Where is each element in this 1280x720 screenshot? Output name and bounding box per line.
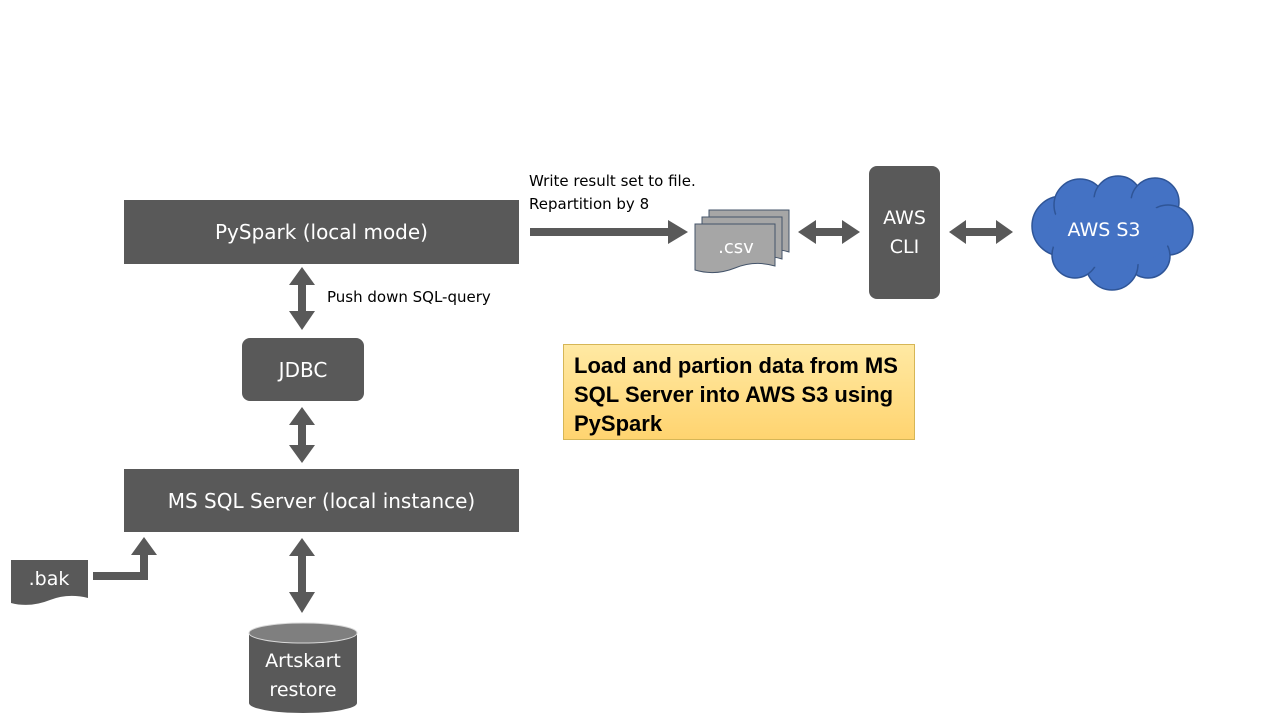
write-note-line1: Write result set to file. bbox=[529, 172, 696, 190]
pyspark-box: PySpark (local mode) bbox=[124, 200, 519, 264]
bak-arrow bbox=[93, 537, 157, 580]
aws-s3-label: AWS S3 bbox=[1068, 219, 1141, 241]
title-note-text: Load and partion data from MS SQL Server… bbox=[574, 353, 898, 436]
jdbc-mssql-arrow bbox=[289, 407, 315, 463]
pyspark-jdbc-arrow bbox=[289, 267, 315, 330]
aws-cli-line2: CLI bbox=[889, 235, 920, 258]
mssql-label: MS SQL Server (local instance) bbox=[167, 488, 476, 513]
csv-label: .csv bbox=[718, 237, 754, 258]
restore-line2: restore bbox=[269, 679, 336, 701]
write-arrow bbox=[530, 220, 688, 244]
write-note-line2: Repartition by 8 bbox=[529, 195, 650, 213]
csv-cli-arrow bbox=[798, 220, 860, 244]
jdbc-label: JDBC bbox=[278, 357, 328, 382]
mssql-restore-arrow bbox=[289, 538, 315, 613]
bak-label: .bak bbox=[29, 568, 70, 590]
aws-cli-box: AWS CLI bbox=[869, 166, 940, 299]
jdbc-box: JDBC bbox=[242, 338, 364, 401]
pushdown-label: Push down SQL-query bbox=[327, 288, 491, 306]
bak-document-icon bbox=[11, 560, 88, 605]
database-cylinder-icon bbox=[248, 622, 358, 713]
write-note: Write result set to file. Repartition by… bbox=[529, 170, 696, 216]
mssql-box: MS SQL Server (local instance) bbox=[124, 469, 519, 532]
cli-s3-arrow bbox=[949, 220, 1013, 244]
aws-cli-line1: AWS bbox=[883, 206, 926, 229]
title-note: Load and partion data from MS SQL Server… bbox=[563, 344, 915, 440]
pyspark-label: PySpark (local mode) bbox=[215, 220, 428, 244]
csv-document-icon bbox=[694, 209, 790, 274]
restore-line1: Artskart bbox=[265, 650, 341, 672]
cloud-icon bbox=[1031, 175, 1194, 291]
